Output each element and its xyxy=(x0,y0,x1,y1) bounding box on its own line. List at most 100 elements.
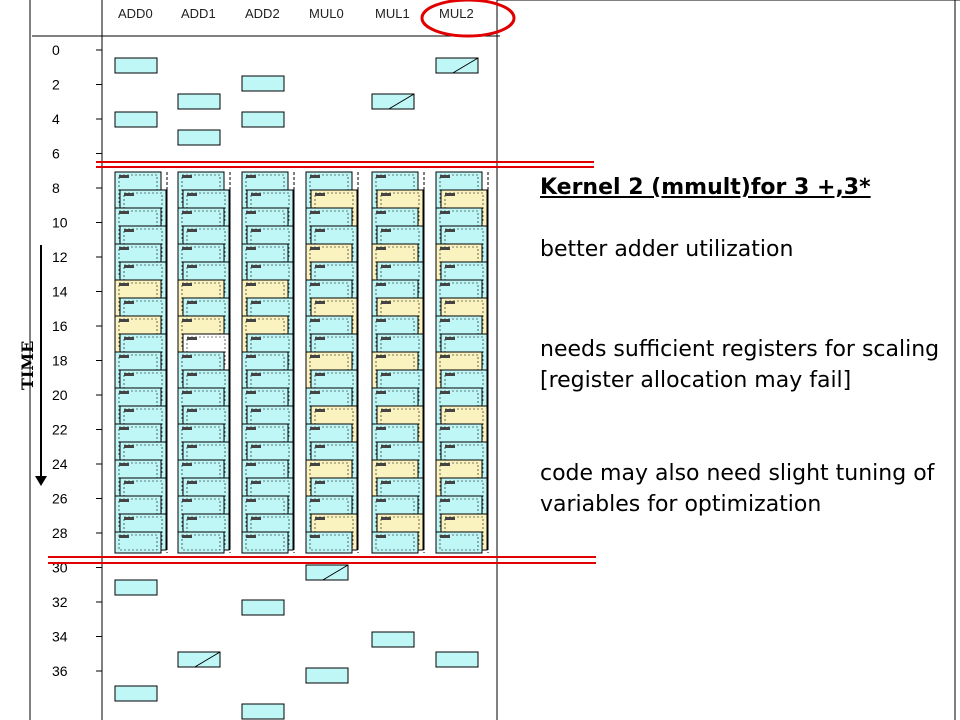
kernel-op-label-mark xyxy=(315,517,325,520)
time-tick-label: 16 xyxy=(52,318,68,334)
kernel-op-label-mark xyxy=(119,499,129,502)
kernel-op-label-mark xyxy=(440,463,450,466)
column-header-add2: ADD2 xyxy=(245,6,280,21)
kernel-op-label-mark xyxy=(440,319,450,322)
op-block xyxy=(114,57,158,74)
kernel-op-label-mark xyxy=(124,229,134,232)
kernel-op-label-mark xyxy=(119,355,129,358)
kernel-op-inner xyxy=(118,534,158,551)
kernel-op-label-mark xyxy=(440,211,450,214)
time-tick-label: 22 xyxy=(52,422,68,438)
kernel-op-label-mark xyxy=(124,517,134,520)
kernel-op-label-mark xyxy=(246,535,256,538)
kernel-op-label-mark xyxy=(119,319,129,322)
kernel-op-label-mark xyxy=(182,463,192,466)
kernel-op-label-mark xyxy=(187,337,197,340)
kernel-op-label-mark xyxy=(376,391,386,394)
time-tick-label: 8 xyxy=(52,180,60,196)
kernel-op-label-mark xyxy=(119,535,129,538)
kernel-op-label-mark xyxy=(315,229,325,232)
kernel-op-label-mark xyxy=(440,355,450,358)
kernel-op-label-mark xyxy=(445,481,455,484)
time-tick-label: 28 xyxy=(52,525,68,541)
op-block xyxy=(241,703,285,720)
kernel-op-label-mark xyxy=(376,535,386,538)
op-block xyxy=(177,129,221,146)
kernel-op-label-mark xyxy=(445,301,455,304)
kernel-op-label-mark xyxy=(315,337,325,340)
time-tick-label: 24 xyxy=(52,456,68,472)
kernel-op-label-mark xyxy=(310,535,320,538)
kernel-op-label-mark xyxy=(187,373,197,376)
kernel-op-inner xyxy=(439,534,479,551)
time-axis-arrow-head xyxy=(35,476,47,486)
time-tick-label: 34 xyxy=(52,629,68,645)
time-tick-label: 0 xyxy=(52,42,60,58)
op-block-diag xyxy=(452,57,479,74)
time-tick-label: 26 xyxy=(52,491,68,507)
time-tick-label: 20 xyxy=(52,387,68,403)
time-tick-label: 32 xyxy=(52,594,68,610)
kernel-op-inner xyxy=(309,534,349,551)
kernel-op-label-mark xyxy=(376,211,386,214)
kernel-op-inner xyxy=(245,534,285,551)
kernel-op-label-mark xyxy=(251,373,261,376)
kernel-op-label-mark xyxy=(310,463,320,466)
kernel-op-label-mark xyxy=(251,445,261,448)
kernel-op-label-mark xyxy=(119,283,129,286)
op-block xyxy=(371,93,415,110)
kernel-op-label-mark xyxy=(381,193,391,196)
kernel-op-label-mark xyxy=(445,337,455,340)
op-block-diag xyxy=(322,564,349,581)
kernel-op-label-mark xyxy=(310,283,320,286)
kernel-op-label-mark xyxy=(440,427,450,430)
kernel-op-label-mark xyxy=(182,175,192,178)
op-block xyxy=(114,111,158,128)
kernel-op-label-mark xyxy=(376,247,386,250)
kernel-op-label-mark xyxy=(119,175,129,178)
kernel-op-label-mark xyxy=(315,409,325,412)
kernel-op-label-mark xyxy=(310,319,320,322)
kernel-op-label-mark xyxy=(381,301,391,304)
kernel-op-label-mark xyxy=(182,319,192,322)
op-block xyxy=(305,564,349,581)
op-block xyxy=(114,579,158,596)
column-header-mul1: MUL1 xyxy=(375,6,410,21)
kernel-op-label-mark xyxy=(440,499,450,502)
column-header-mul0: MUL0 xyxy=(309,6,344,21)
kernel-op-label-mark xyxy=(119,427,129,430)
kernel-op-label-mark xyxy=(376,283,386,286)
kernel-op-label-mark xyxy=(445,373,455,376)
kernel-op-label-mark xyxy=(251,337,261,340)
op-block xyxy=(177,651,221,668)
kernel-op-label-mark xyxy=(124,301,134,304)
kernel-op-label-mark xyxy=(310,175,320,178)
kernel-op-label-mark xyxy=(376,499,386,502)
time-tick-label: 2 xyxy=(52,77,60,93)
op-block-diag xyxy=(194,651,221,668)
kernel-op-label-mark xyxy=(182,535,192,538)
op-block xyxy=(435,651,479,668)
kernel-op-label-mark xyxy=(246,463,256,466)
time-tick-label: 12 xyxy=(52,249,68,265)
op-block xyxy=(241,599,285,616)
kernel-op-label-mark xyxy=(119,463,129,466)
kernel-op-label-mark xyxy=(310,391,320,394)
kernel-op-label-mark xyxy=(440,535,450,538)
kernel-op-label-mark xyxy=(124,445,134,448)
kernel-op-label-mark xyxy=(182,283,192,286)
kernel-op-label-mark xyxy=(310,427,320,430)
kernel-op-label-mark xyxy=(246,175,256,178)
op-block xyxy=(114,685,158,702)
kernel-op-label-mark xyxy=(381,409,391,412)
time-tick-label: 4 xyxy=(52,111,60,127)
kernel-op-label-mark xyxy=(310,247,320,250)
kernel-op-label-mark xyxy=(315,445,325,448)
kernel-op-label-mark xyxy=(182,427,192,430)
kernel-op-label-mark xyxy=(246,247,256,250)
time-tick-label: 6 xyxy=(52,146,60,162)
kernel-op-label-mark xyxy=(246,211,256,214)
kernel-op-label-mark xyxy=(124,193,134,196)
kernel-op-label-mark xyxy=(251,265,261,268)
